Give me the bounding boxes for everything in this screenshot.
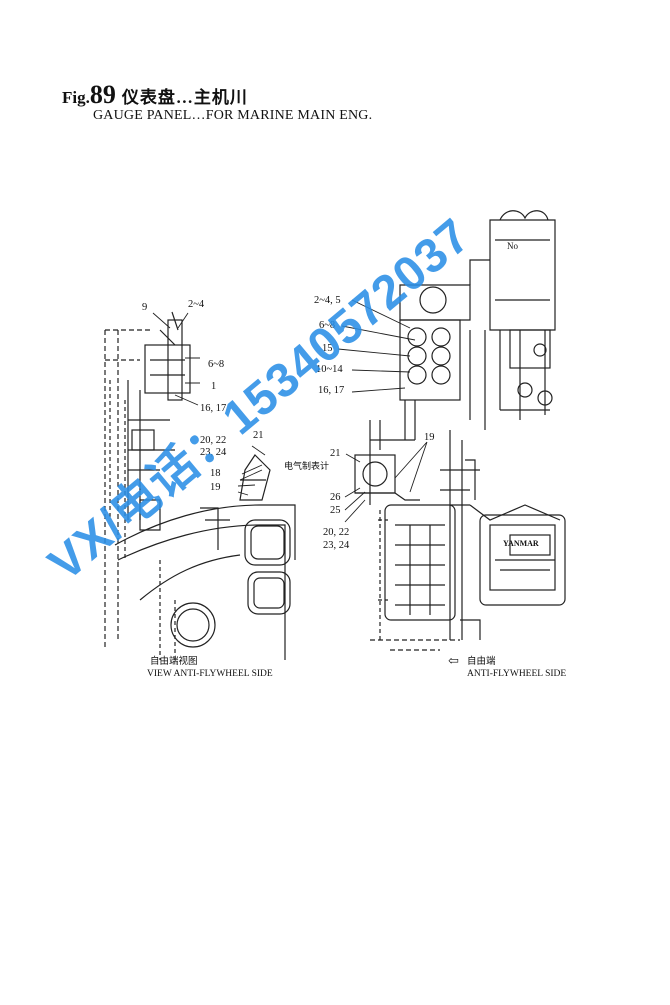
right-label-19: 19	[424, 432, 435, 443]
right-label-16-17: 16, 17	[318, 385, 345, 396]
left-label-21: 21	[253, 430, 264, 441]
left-leader-lines	[152, 312, 266, 496]
right-label-25: 25	[330, 505, 341, 516]
right-label-15: 15	[322, 343, 333, 354]
figure-subtitle-en: GAUGE PANEL…FOR MARINE MAIN ENG.	[93, 108, 373, 123]
left-caption-cn: 自由端视图	[150, 657, 198, 667]
right-caption-en: ANTI-FLYWHEEL SIDE	[467, 669, 567, 679]
figure-prefix: Fig.	[62, 88, 90, 107]
figure-number: 89	[89, 80, 116, 109]
right-caption-cn: 自由端	[467, 657, 496, 667]
right-leader-lines	[337, 299, 428, 523]
right-label-23-24: 23, 24	[323, 540, 350, 551]
left-label-23-24: 23, 24	[200, 447, 227, 458]
right-label-26: 26	[330, 492, 341, 503]
right-label-2-4-5: 2~4, 5	[314, 295, 341, 306]
figure-title: Fig. 89 仪表盘…主机川	[62, 80, 248, 110]
left-label-1: 1	[211, 381, 217, 392]
right-label-21: 21	[330, 448, 341, 459]
arrow-left-icon: ⇦	[448, 653, 459, 668]
figure-title-cn: 仪表盘…主机川	[121, 88, 248, 107]
left-label-6-8: 6~8	[208, 359, 225, 370]
left-label-18: 18	[210, 468, 221, 479]
panel-text-cn: 电气制表计	[284, 461, 330, 471]
left-label-20-22: 20, 22	[200, 435, 227, 446]
left-caption-en: VIEW ANTI-FLYWHEEL SIDE	[147, 669, 273, 679]
left-label-16-17: 16, 17	[200, 403, 227, 414]
right-label-10-14: 10~14	[316, 364, 343, 375]
brand-text: YANMAR	[503, 539, 539, 548]
right-label-20-22: 20, 22	[323, 527, 350, 538]
left-label-2-4: 2~4	[188, 299, 205, 310]
left-label-19: 19	[210, 482, 221, 493]
right-engine-drawing	[354, 210, 566, 651]
plate-text: No	[507, 241, 518, 251]
right-label-6-8: 6~8	[319, 320, 336, 331]
left-label-9: 9	[142, 302, 148, 313]
left-engine-drawing	[104, 311, 296, 660]
